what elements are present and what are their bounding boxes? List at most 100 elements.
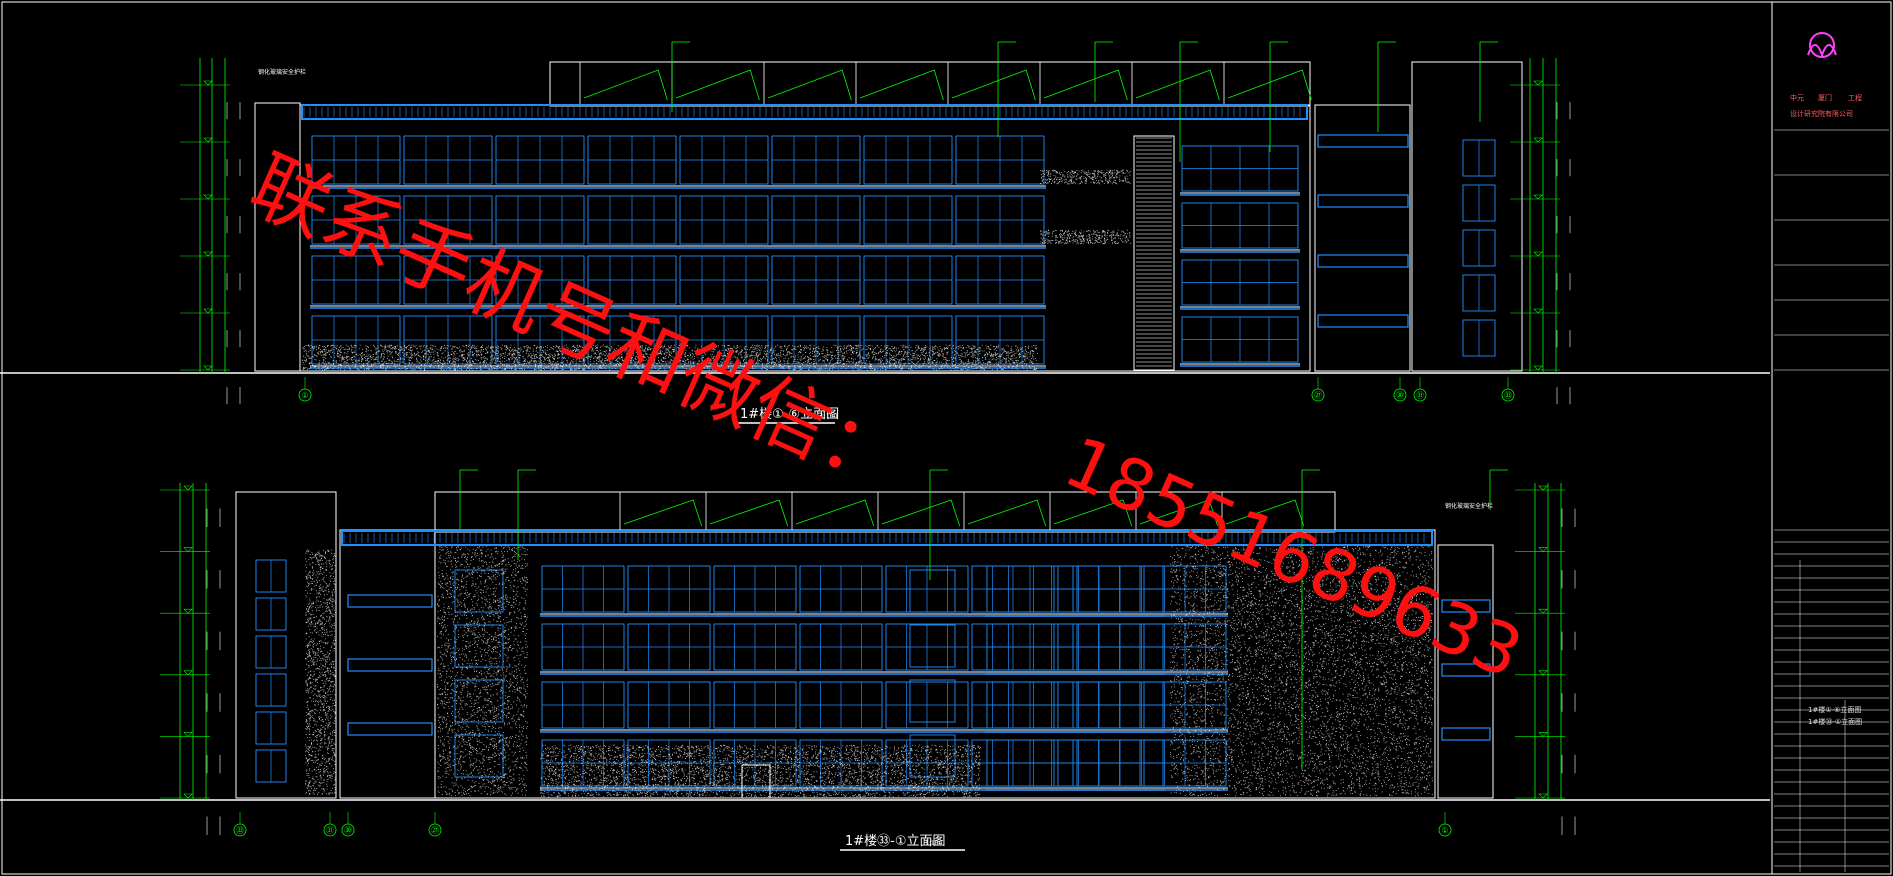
left-level-marks [180,80,241,405]
right-level-dimensions [1529,58,1557,373]
axis-label: ㉗ [1314,391,1322,400]
balcony-glass [1441,727,1491,741]
axis-bubble [323,823,337,837]
balcony-glass [1317,314,1409,328]
stair-window [909,679,956,723]
roof-frames [579,62,1312,104]
railing-note: 钢化玻璃安全护栏 [258,68,306,76]
roof-band-ribs [303,107,1301,117]
axis-bubble [1393,388,1407,402]
level-symbol [1538,732,1548,737]
roof-frames [619,492,1305,530]
window-grid [347,565,1491,791]
company-name-1: 中元 [1790,93,1804,102]
right-level-marks [1515,485,1576,835]
wall-speckle [437,545,528,797]
level-symbol [183,732,193,737]
stair-window [454,679,504,723]
company-name-3: 工程 [1848,93,1862,102]
axis-label: ㉚ [1396,391,1404,400]
entrance-door [741,764,771,799]
level-symbol [203,137,213,143]
elevation-scale: 1:100 [820,413,837,420]
level-symbol [203,365,213,371]
elevation-title: 1#楼①-⑥立面图 [740,407,839,422]
frame-brace [951,69,1036,101]
balcony-glass [347,594,433,608]
roof-band-ribs [343,533,1425,543]
frame-brace [1135,69,1220,101]
company-name-2: 厦门 [1818,93,1832,102]
level-symbol [183,547,193,553]
level-symbol [1538,485,1548,491]
balcony-glass [347,722,433,736]
level-symbol [1533,194,1543,200]
axis-label: ㉝ [236,826,244,835]
right-level-marks [1510,80,1571,405]
frame-brace [709,499,789,527]
slab-speckle [1040,169,1131,185]
stair-core [1133,135,1175,371]
stair-window [454,734,504,778]
level-symbol [203,251,213,257]
level-symbol [203,308,213,314]
level-symbol [183,485,193,491]
level-symbol [1533,365,1543,371]
title-block-grid [1774,129,1889,872]
level-symbol [1533,80,1543,86]
level-symbol [183,793,193,799]
balcony-glass [1441,599,1491,613]
frame-brace [1139,499,1219,527]
level-symbol [1533,308,1543,314]
wall-cladding [305,545,1433,798]
right-tower [1411,61,1523,372]
left-level-marks [160,485,221,835]
level-symbol [203,80,213,86]
slab-speckle [1040,229,1131,245]
axis-bubble [428,823,442,837]
level-symbol [1533,251,1543,257]
left-level-dimensions [179,483,207,800]
stair-frame [1133,135,1175,371]
roof-glazing-band [341,530,1433,546]
axis-bubble [233,823,247,837]
base-speckle [540,744,981,798]
axis-bubble [298,388,312,402]
window-grid [310,134,1409,369]
roof-glazing-band [301,104,1308,120]
axis-label: ① [1441,826,1448,835]
frame-brace [675,69,760,101]
frame-brace [1053,499,1133,527]
level-symbol [1538,608,1548,614]
level-symbol [203,194,213,200]
left-tower-windows [255,559,287,783]
tower-speckle [305,549,336,795]
axis-label: ㉛ [1416,391,1424,400]
frame-brace [881,499,961,527]
frame-brace [1227,69,1312,101]
level-symbol [183,608,193,614]
company-name-4: 设计研究院有限公司 [1790,109,1853,118]
callout-leaders [459,469,1508,770]
frame-brace [967,499,1047,527]
frame-brace [1043,69,1128,101]
frame-brace [859,69,944,101]
axis-bubble [1501,388,1515,402]
axis-label: ㉛ [326,826,334,835]
level-symbol [1538,670,1548,676]
right-wing [1314,104,1411,372]
level-symbol [1538,793,1548,799]
balcony-glass [1317,134,1409,148]
level-symbol [1538,547,1548,553]
base-speckle [302,344,1038,371]
balcony-glass [347,658,433,672]
callout-leaders [671,41,1498,162]
base-cladding [302,169,1131,371]
stair-window [909,734,956,778]
